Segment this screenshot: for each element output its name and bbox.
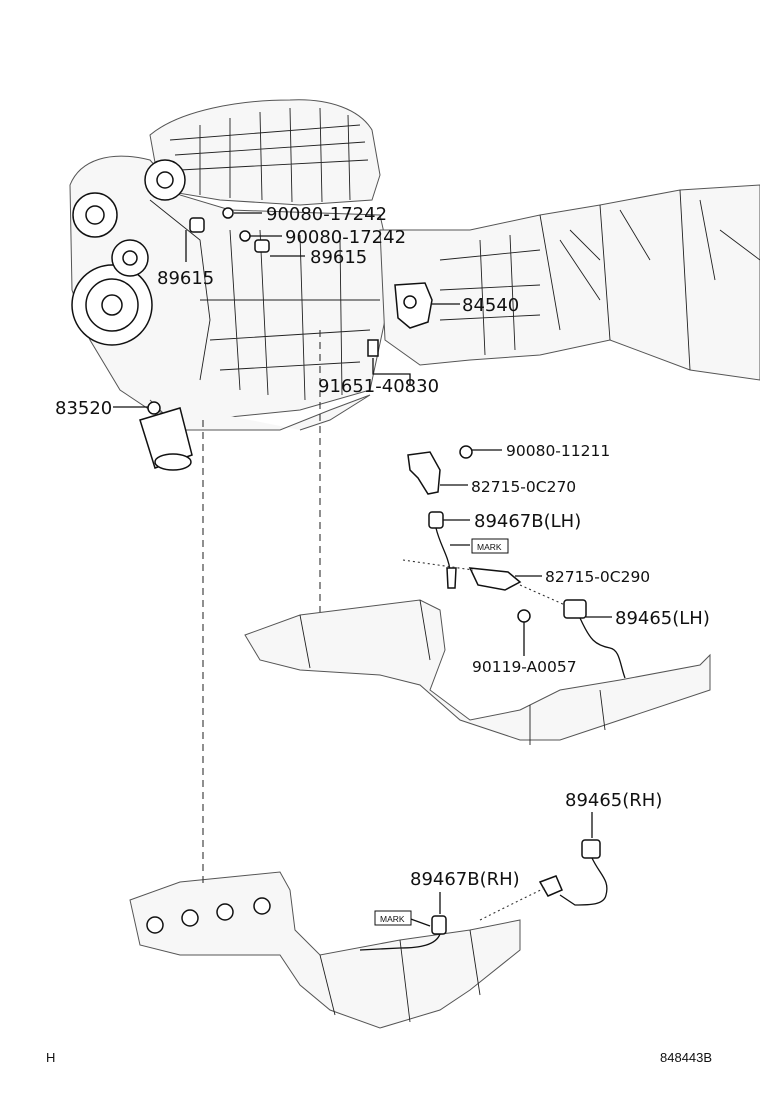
reference-line-rh-sensor bbox=[479, 887, 546, 921]
callout-90080-11211: 90080-11211 bbox=[506, 442, 610, 460]
footer-left-code: H bbox=[46, 1050, 55, 1065]
mark-tag-rh: MARK bbox=[380, 914, 405, 924]
mark-tag-box-rh bbox=[374, 910, 412, 926]
rh-exhaust-drawing bbox=[129, 839, 608, 1029]
mark-tag-lh: MARK bbox=[477, 542, 502, 552]
callout-90080-17242-upper: 90080-17242 bbox=[266, 204, 387, 225]
leader-lines bbox=[113, 212, 612, 927]
callout-89465-RH: 89465(RH) bbox=[565, 790, 662, 811]
engine-assembly-drawing bbox=[69, 99, 391, 471]
callout-82715-0C270: 82715-0C270 bbox=[471, 478, 576, 496]
callout-89615-left: 89615 bbox=[157, 268, 214, 289]
callout-89465-LH: 89465(LH) bbox=[615, 608, 710, 629]
lh-exhaust-drawing bbox=[244, 445, 711, 745]
callout-90080-17242-lower: 90080-17242 bbox=[285, 227, 406, 248]
mark-tag-box-lh bbox=[471, 538, 509, 554]
reference-line-lh-bracket bbox=[402, 559, 474, 571]
callout-83520: 83520 bbox=[55, 398, 112, 419]
reference-line-lh-sensor bbox=[519, 584, 566, 606]
transmission-assembly-drawing bbox=[367, 184, 760, 381]
callout-91651-40830: 91651-40830 bbox=[318, 376, 439, 397]
callout-84540: 84540 bbox=[462, 295, 519, 316]
callout-89467B-LH: 89467B(LH) bbox=[474, 511, 581, 532]
footer-diagram-number: 848443B bbox=[660, 1050, 712, 1065]
callout-82715-0C290: 82715-0C290 bbox=[545, 568, 650, 586]
callout-89615-right: 89615 bbox=[310, 247, 367, 268]
callout-90119-A0057: 90119-A0057 bbox=[472, 658, 577, 676]
callout-89467B-RH: 89467B(RH) bbox=[410, 869, 520, 890]
